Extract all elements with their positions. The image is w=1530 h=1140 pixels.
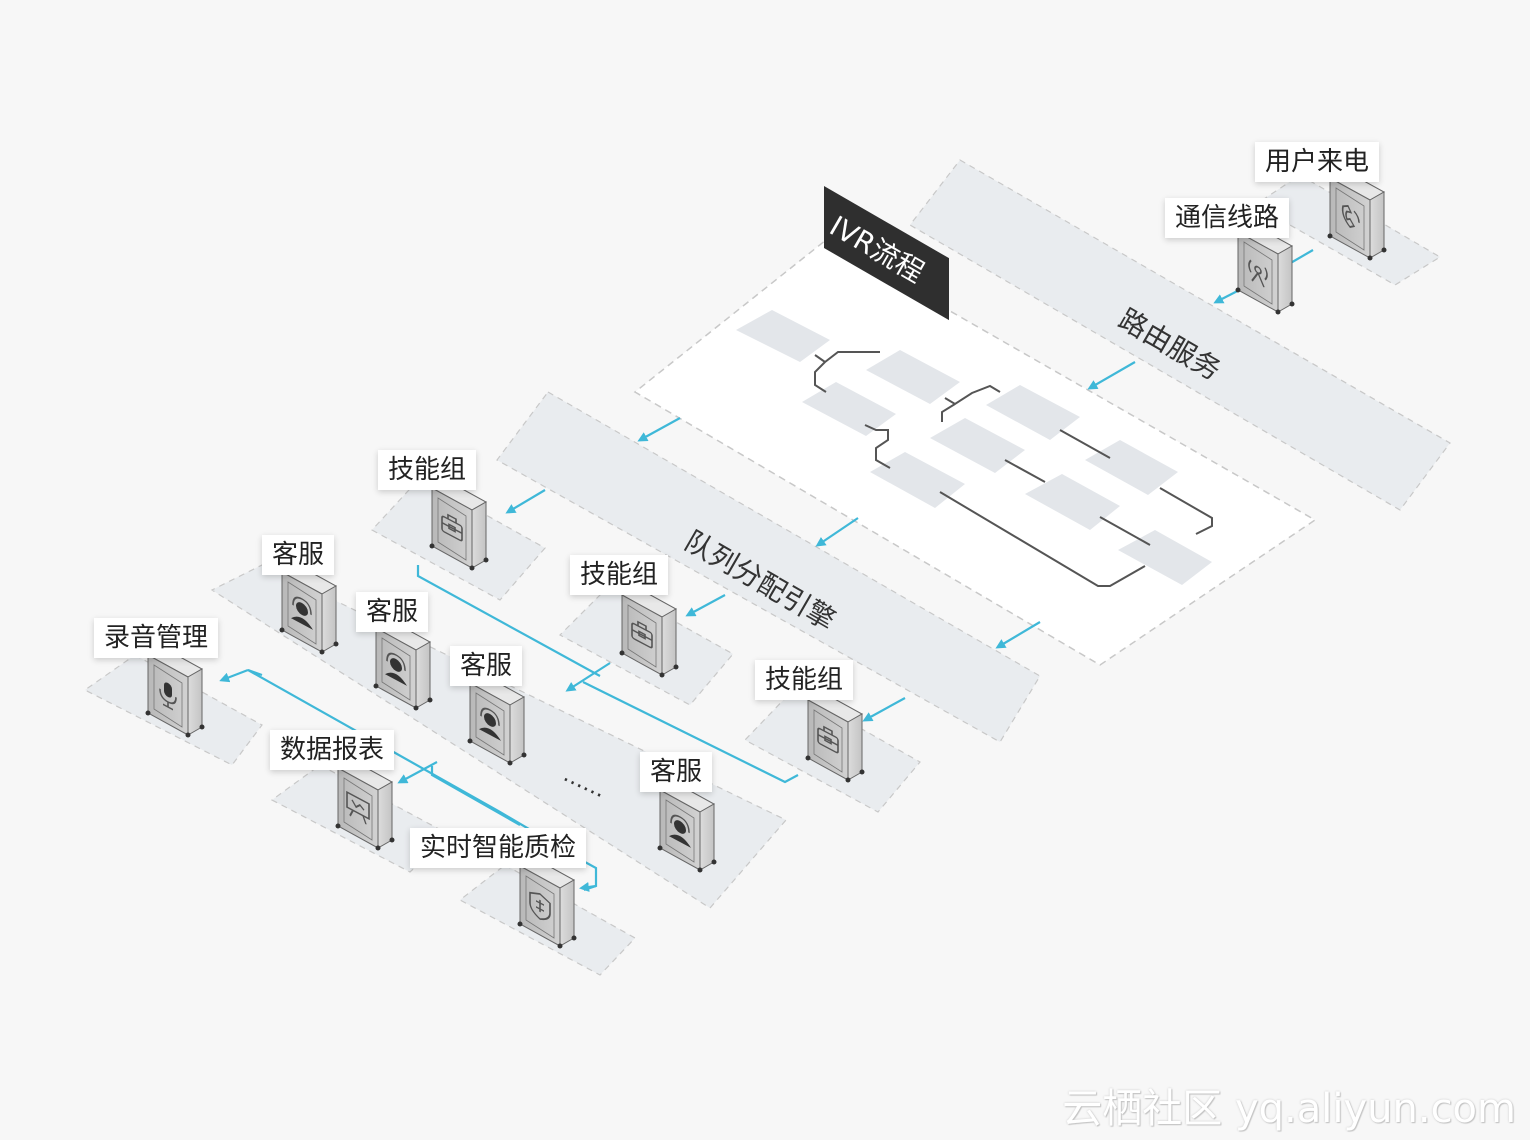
- reports-label: 数据报表: [270, 730, 395, 770]
- flow-arrow: [995, 621, 1041, 649]
- routing-service-panel: [909, 159, 1451, 511]
- ivr-step: [802, 382, 896, 436]
- ivr-step: [1085, 440, 1178, 495]
- flow-arrow: [565, 662, 611, 692]
- ivr-branch-line: [1059, 429, 1111, 459]
- briefcase-icon: [817, 725, 839, 754]
- headset-agent-icon: [291, 596, 313, 630]
- agent-1-label: 客服: [262, 535, 335, 575]
- flow-line: [582, 681, 799, 784]
- ivr-branch-line: [941, 384, 1001, 422]
- agent-3-device: [467, 674, 527, 766]
- skill-group-1-device: [429, 479, 489, 571]
- comm-line-label: 通信线路: [1165, 198, 1290, 238]
- ivr-branch-line: [1004, 459, 1046, 483]
- agent-4-label: 客服: [640, 752, 713, 792]
- watermark: 云栖社区 yq.aliyun.com: [1062, 1086, 1516, 1132]
- user-call-device: [1327, 169, 1387, 261]
- microphone-icon: [159, 682, 177, 711]
- headset-agent-icon: [479, 707, 501, 741]
- ivr-branch-line: [814, 351, 880, 393]
- headset-agent-icon: [385, 652, 407, 686]
- agent-2-label: 客服: [356, 592, 429, 632]
- flow-arrow: [397, 761, 438, 784]
- flow-arrow: [862, 697, 906, 722]
- ivr-merge-line: [939, 491, 1146, 587]
- skill-group-3-device: [805, 691, 865, 783]
- ivr-step: [866, 350, 960, 404]
- flow-arrow: [1087, 361, 1136, 390]
- presentation-icon: [346, 790, 370, 825]
- phone-icon: [1341, 204, 1360, 229]
- quality-label: 实时智能质检: [410, 828, 587, 868]
- ivr-step: [1118, 530, 1212, 585]
- briefcase-icon: [441, 513, 463, 542]
- ivr-step: [736, 310, 830, 362]
- ivr-step: [870, 452, 965, 508]
- antenna-icon: [1248, 259, 1268, 288]
- skill-group-2-label: 技能组: [570, 555, 669, 595]
- skill-group-1-label: 技能组: [378, 450, 477, 490]
- comm-line-device: [1235, 223, 1295, 315]
- user-call-label: 用户来电: [1255, 142, 1380, 182]
- ivr-step: [930, 418, 1025, 473]
- flow-line: [416, 565, 601, 677]
- flow-arrow: [685, 594, 726, 617]
- ivr-merge-line: [1159, 487, 1213, 535]
- flow-arrow: [579, 882, 597, 892]
- flow-arrow: [219, 668, 249, 683]
- skill-group-3-label: 技能组: [755, 660, 854, 700]
- ivr-branch-line: [864, 424, 891, 469]
- flow-arrow: [637, 417, 681, 442]
- queue-engine-panel: [496, 391, 1041, 743]
- ivr-step: [1025, 474, 1120, 530]
- ivr-flowchart: [736, 310, 1213, 587]
- flow-line: [430, 766, 521, 826]
- agent-1-device: [279, 563, 339, 655]
- recording-label: 录音管理: [94, 618, 219, 658]
- briefcase-icon: [631, 620, 653, 649]
- ivr-branch-line: [1099, 516, 1151, 546]
- ivr-step: [986, 385, 1080, 440]
- flow-arrow: [505, 489, 546, 514]
- agent-2-device: [373, 619, 433, 711]
- flow-arrow: [815, 517, 859, 547]
- agent-3-label: 客服: [450, 646, 523, 686]
- quality-shield-icon: [529, 891, 551, 921]
- headset-agent-icon: [669, 814, 691, 848]
